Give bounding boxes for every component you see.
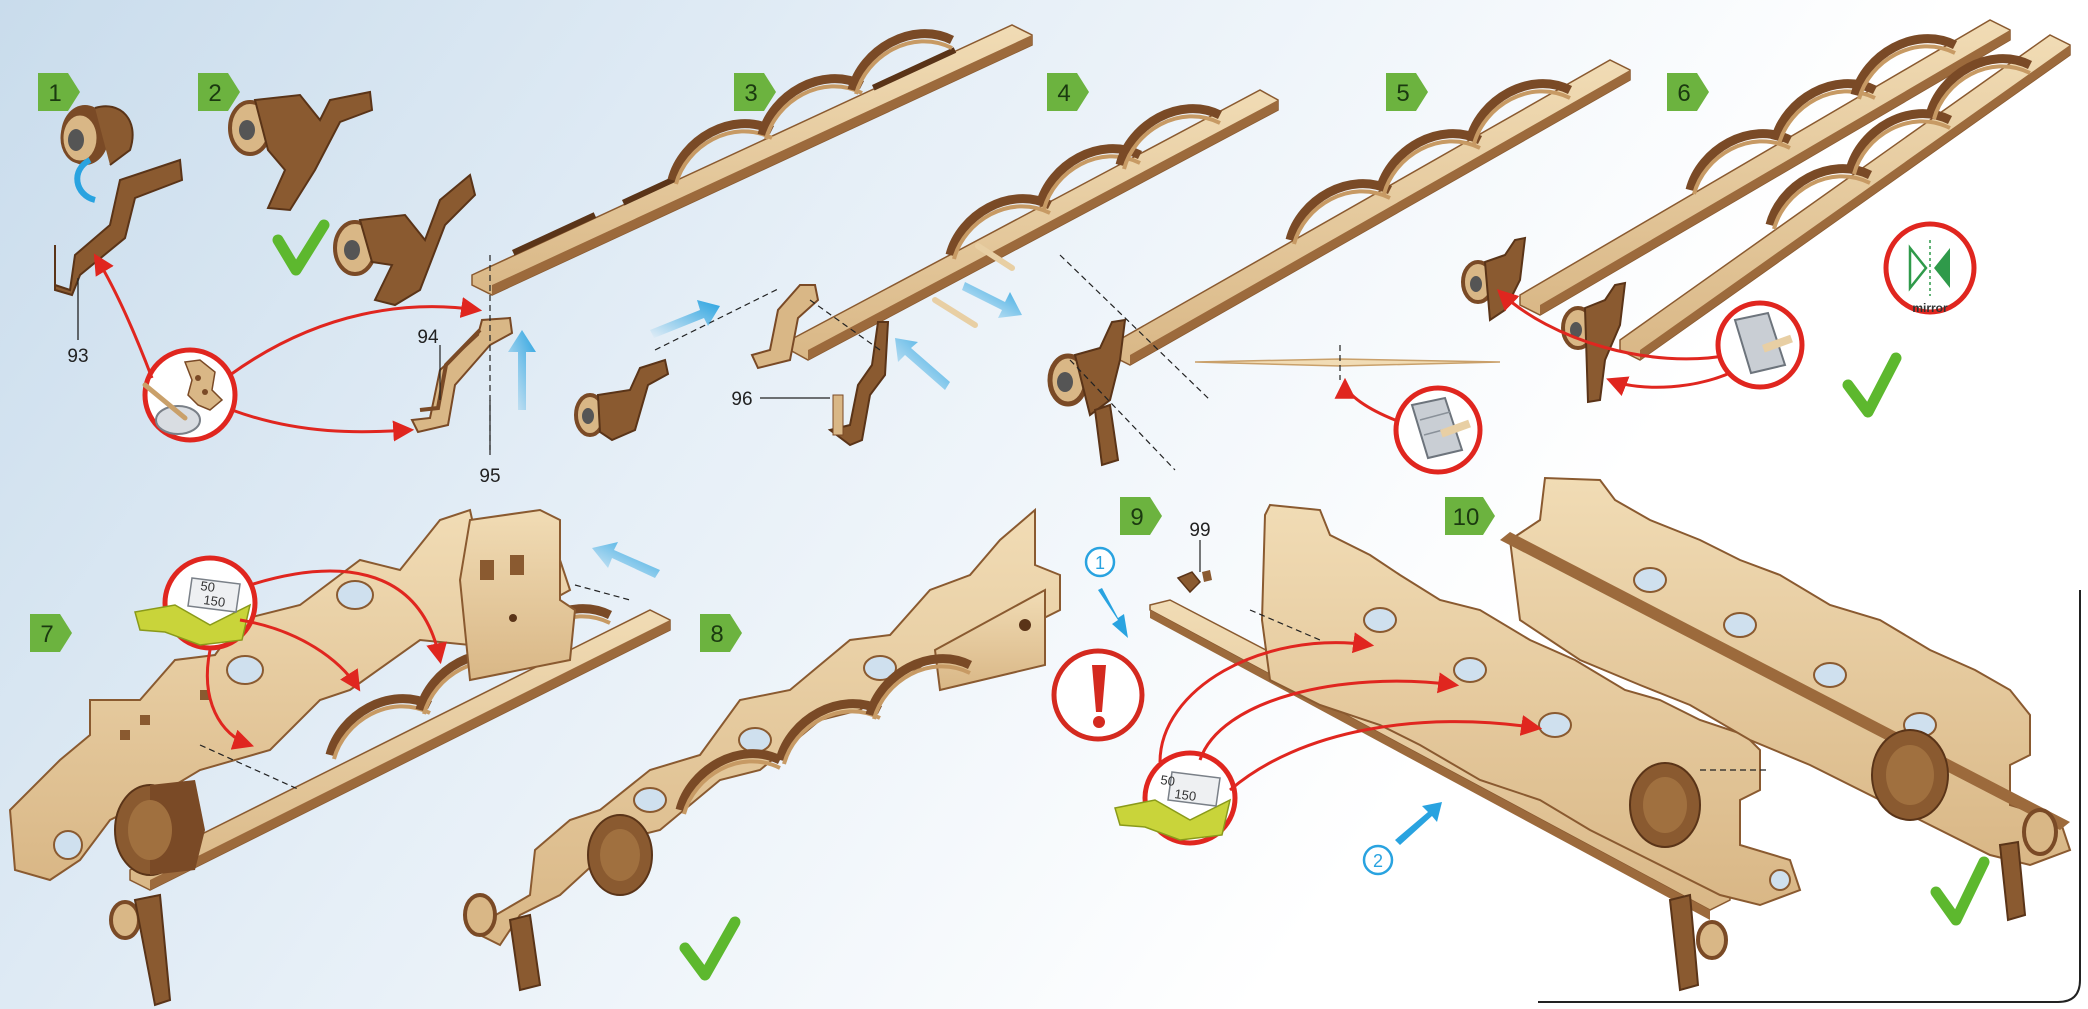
part-number-96: 96 bbox=[731, 389, 752, 410]
wheel-stack-step7 bbox=[115, 780, 205, 875]
glue-arrow-to-rail bbox=[230, 307, 478, 375]
order-marker-2: 2 bbox=[1364, 846, 1392, 874]
svg-text:1: 1 bbox=[1095, 553, 1105, 573]
step-badge-6: 6 bbox=[1667, 73, 1709, 111]
step-badge-10: 10 bbox=[1445, 497, 1495, 535]
svg-text:2: 2 bbox=[1373, 851, 1383, 871]
step-badge-4: 4 bbox=[1047, 73, 1089, 111]
blue-arrow-step7 bbox=[592, 542, 660, 578]
grit-label-b: 150 bbox=[1174, 786, 1198, 804]
step-badge-3: 3 bbox=[734, 73, 776, 111]
mirror-label: mirror bbox=[1912, 301, 1948, 315]
step-badge-8: 8 bbox=[700, 614, 742, 652]
step-label-8: 8 bbox=[710, 621, 723, 648]
step-7-parts: 50 150 bbox=[10, 510, 670, 1005]
check-icon bbox=[1848, 358, 1896, 412]
glue-arrow-to-94 bbox=[232, 410, 410, 432]
step-label-5: 5 bbox=[1396, 80, 1409, 107]
step-label-1: 1 bbox=[48, 80, 61, 107]
grit-label-a: 50 bbox=[1160, 772, 1176, 789]
step-5-parts bbox=[935, 60, 1630, 472]
part-number-95: 95 bbox=[479, 466, 500, 487]
step-badge-2: 2 bbox=[198, 73, 240, 111]
step-6-parts: mirror bbox=[1463, 20, 2070, 412]
blue-arrow-step4-b bbox=[895, 338, 950, 390]
part-number-99: 99 bbox=[1189, 520, 1210, 541]
step-label-7: 7 bbox=[40, 621, 53, 648]
cut-arrow bbox=[1345, 382, 1395, 420]
assembled-bracket-bottom bbox=[335, 175, 475, 305]
step-badge-7: 7 bbox=[30, 614, 72, 652]
blue-arrow-step4-a bbox=[650, 300, 720, 338]
step-label-10: 10 bbox=[1453, 504, 1480, 531]
check-icon bbox=[278, 225, 324, 270]
step-2-parts bbox=[230, 92, 475, 305]
step-label-6: 6 bbox=[1677, 80, 1690, 107]
front-bracket-step7 bbox=[111, 895, 170, 1005]
knife-callout-step5 bbox=[1396, 388, 1480, 472]
wheel-bracket-small bbox=[576, 360, 668, 440]
grit-label-b: 150 bbox=[203, 592, 227, 610]
toothpick bbox=[935, 300, 975, 325]
step-4-parts: 96 bbox=[576, 90, 1278, 445]
check-icon bbox=[685, 922, 735, 975]
toothpick-long bbox=[1195, 359, 1500, 366]
blue-insert-arrow bbox=[77, 160, 95, 200]
check-icon bbox=[1936, 862, 1984, 920]
blue-arrow-step9-1 bbox=[1098, 588, 1128, 638]
glue-arrow-to-93 bbox=[96, 257, 152, 378]
cut-arrow-step6-b bbox=[1610, 368, 1740, 387]
step-3-parts: 94 95 bbox=[412, 25, 1032, 487]
step-label-4: 4 bbox=[1057, 80, 1070, 107]
wheel-assembly-step6-right bbox=[1563, 283, 1625, 402]
assembled-bracket-top bbox=[230, 92, 372, 210]
bracket-part-93 bbox=[55, 160, 182, 295]
sandpaper-callout-step9: 50 150 bbox=[1115, 753, 1235, 843]
blue-arrow-step9-2 bbox=[1395, 802, 1442, 845]
bracket-part-99 bbox=[1178, 570, 1212, 592]
wheel-assembly-step5 bbox=[1050, 320, 1125, 465]
blue-arrow-step5 bbox=[962, 282, 1022, 318]
knife-callout-step6 bbox=[1718, 303, 1802, 387]
cab-panel-step7 bbox=[460, 510, 575, 680]
step-badge-9: 9 bbox=[1120, 497, 1162, 535]
mirror-icon: mirror bbox=[1886, 224, 1974, 315]
order-marker-1: 1 bbox=[1086, 548, 1114, 576]
step-badge-1: 1 bbox=[38, 73, 80, 111]
step-badge-5: 5 bbox=[1386, 73, 1428, 111]
part-number-93: 93 bbox=[67, 346, 88, 367]
step-label-3: 3 bbox=[744, 80, 757, 107]
step-1-parts: 93 bbox=[55, 105, 182, 367]
wheel-assembly-step6-left bbox=[1463, 238, 1525, 320]
step-label-9: 9 bbox=[1130, 504, 1143, 531]
part-number-94: 94 bbox=[417, 327, 439, 348]
warning-icon bbox=[1054, 651, 1142, 739]
wheel-assembly-part bbox=[61, 105, 133, 165]
step-label-2: 2 bbox=[208, 80, 221, 107]
sandpaper-callout-step7: 50 150 bbox=[135, 558, 255, 648]
blue-push-arrow bbox=[508, 330, 536, 410]
